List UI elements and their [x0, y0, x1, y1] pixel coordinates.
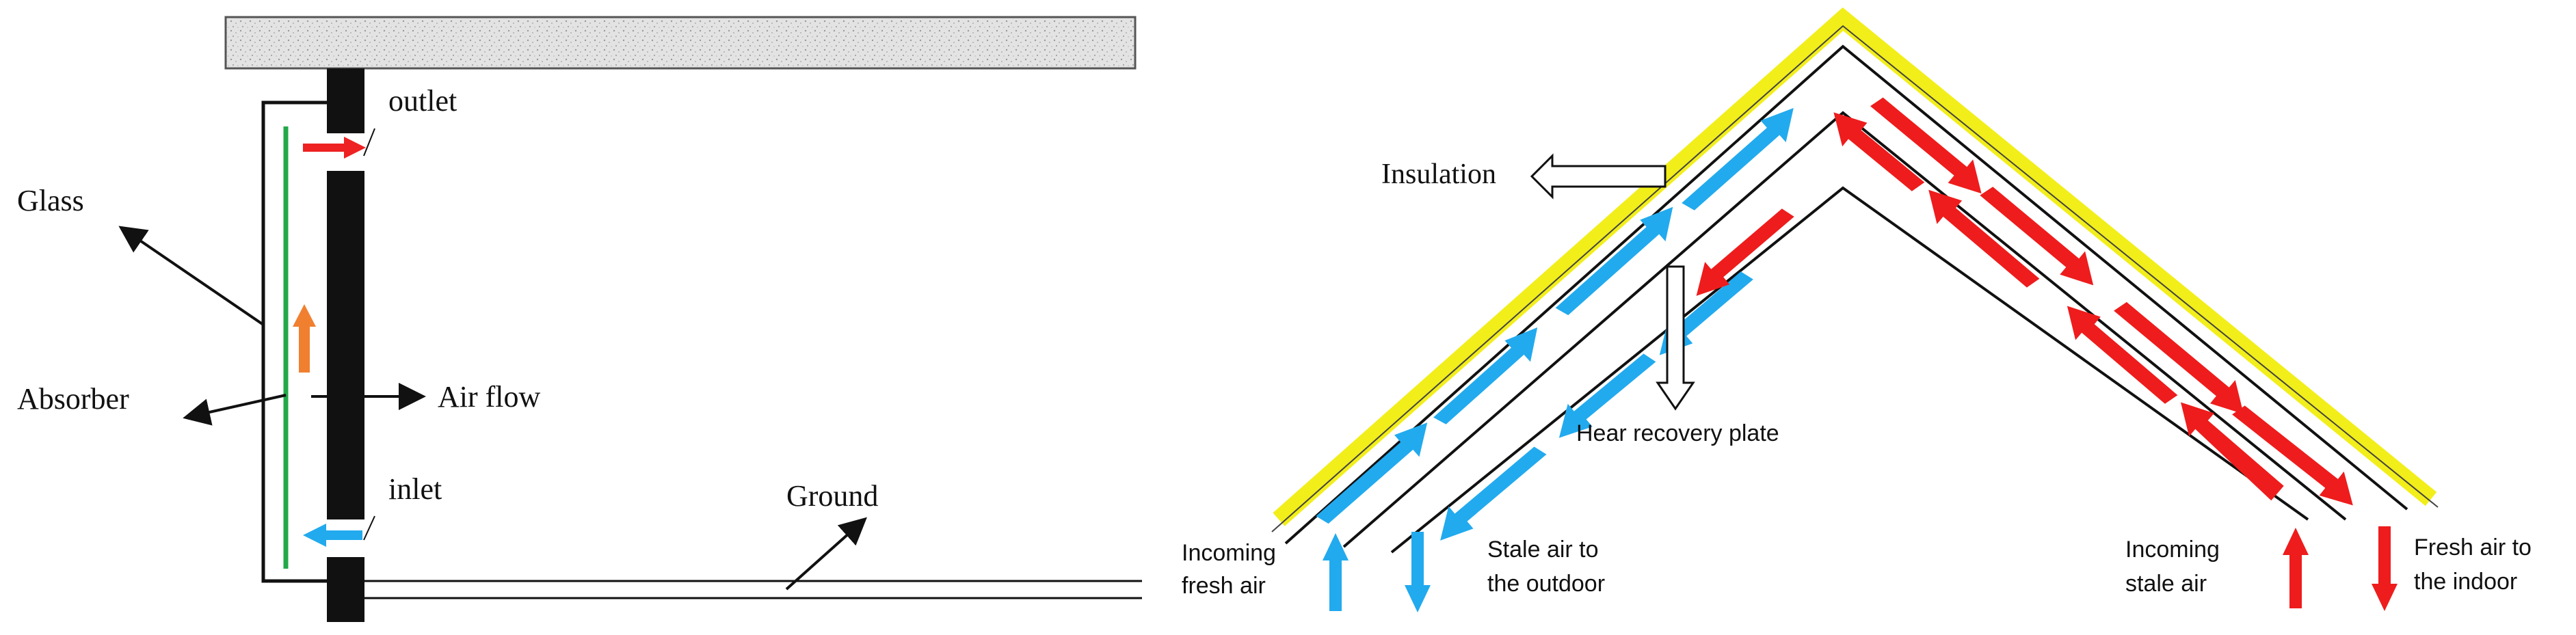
heat-recovery-plate-label: Hear recovery plate — [1576, 420, 1779, 446]
wall-lower — [327, 557, 364, 622]
ground-label: Ground — [786, 479, 878, 513]
incoming-fresh-air-arrow — [1323, 533, 1349, 611]
wall-middle — [327, 171, 364, 519]
heat-recovery-plate-line — [1342, 111, 2347, 548]
stale-air-outdoor-arrow — [1405, 532, 1431, 612]
fresh-air-indoor-label-line2: the indoor — [2414, 569, 2517, 595]
insulation-roof-edge — [1271, 25, 2439, 532]
left-diagram: outlet Glass Absorber Air flow inlet Gro… — [17, 16, 1142, 622]
incoming-stale-air-arrow — [2283, 528, 2309, 608]
absorber-label: Absorber — [17, 382, 129, 416]
glass-pointer — [118, 226, 265, 326]
wall-upper — [327, 68, 364, 133]
warm-flow-outer — [1870, 97, 2353, 506]
incoming-stale-air-label-line1: Incoming — [2125, 537, 2220, 563]
outlet-label: outlet — [388, 84, 457, 118]
outlet-leader — [363, 128, 375, 157]
insulation-roof — [1273, 7, 2437, 526]
stale-air-outdoor-label-line2: the outdoor — [1487, 571, 1605, 597]
incoming-fresh-air-label-line2: fresh air — [1182, 573, 1266, 599]
stale-air-outdoor-label-line1: Stale air to — [1487, 537, 1599, 563]
channel-line-1 — [1284, 44, 2408, 545]
ground-pointer — [785, 517, 867, 591]
incoming-fresh-air-label-line1: Incoming — [1182, 540, 1276, 566]
glass-outline — [261, 100, 327, 583]
fresh-air-indoor-label-line1: Fresh air to — [2414, 535, 2532, 560]
absorber-pointer — [183, 394, 287, 426]
fresh-air-indoor-arrow — [2372, 526, 2398, 611]
ceiling-slab — [224, 16, 1137, 70]
air-flow-label: Air flow — [438, 380, 541, 414]
warm-flow-inner — [1833, 112, 2284, 501]
incoming-stale-air-label-line2: stale air — [2125, 571, 2207, 597]
insulation-pointer — [1530, 153, 1667, 200]
right-diagram: Insulation Hear recovery plate Incoming … — [1182, 7, 2532, 612]
inlet-leader — [363, 515, 375, 541]
cold-flow-inner — [1440, 271, 1753, 541]
heat-recovery-plate-pointer — [1656, 265, 1695, 411]
warm-flow-middle — [1696, 208, 1794, 296]
inlet-label: inlet — [388, 472, 442, 506]
cold-flow-outer — [1316, 108, 1794, 524]
insulation-label: Insulation — [1381, 159, 1496, 190]
inlet-arrow — [303, 524, 362, 547]
channel-line-3 — [1390, 186, 2309, 554]
outlet-arrow — [303, 137, 366, 159]
rising-air-arrow — [293, 304, 316, 373]
glass-label: Glass — [17, 184, 84, 217]
